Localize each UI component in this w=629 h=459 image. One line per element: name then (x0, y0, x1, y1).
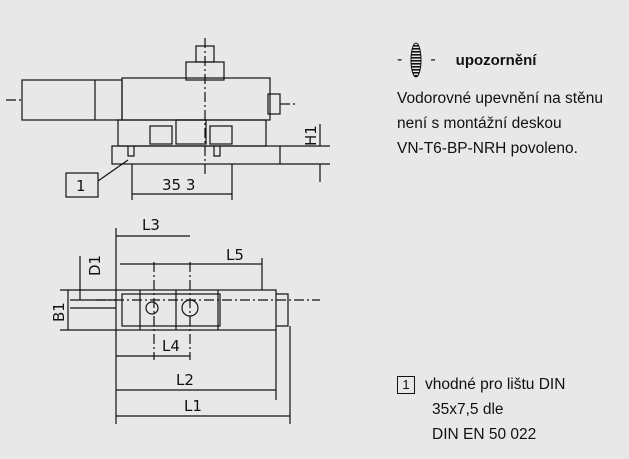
footnote-line-2: 35x7,5 dle (432, 401, 504, 418)
callout-box (65, 172, 99, 198)
footnote-first-row: 1 vhodné pro lištu DIN (397, 372, 629, 397)
dim-label-l2: L2 (176, 371, 194, 389)
footnote-number-box: 1 (397, 376, 415, 394)
top-view (60, 228, 320, 424)
dim-label-l4: L4 (162, 337, 180, 355)
footnote-line-1: vhodné pro lištu DIN (425, 376, 566, 393)
footnote: 1 vhodné pro lištu DIN 35x7,5 dle DIN EN… (397, 372, 629, 447)
warning-line-1: Vodorovné upevnění na stěnu (397, 90, 603, 107)
footnote-line-3: DIN EN 50 022 (432, 426, 537, 443)
dim-label-h1: H1 (302, 125, 320, 146)
warning-pill-icon (410, 42, 422, 78)
warning-dash-left: - (397, 51, 403, 68)
warning-dash-right: - (430, 51, 436, 68)
callout-number: 1 (76, 177, 86, 195)
warning-heading: - - upozornění (397, 40, 536, 80)
warning-line-2: není s montážní deskou (397, 115, 562, 132)
dim-label-35: 35 3 (162, 176, 195, 194)
dim-label-d1: D1 (86, 255, 104, 276)
warning-title: upozornění (455, 51, 537, 69)
side-view (6, 38, 330, 200)
dim-label-b1: B1 (50, 302, 68, 322)
dim-label-l3: L3 (142, 216, 160, 234)
warning-text: Vodorovné upevnění na stěnu není s montá… (397, 86, 629, 161)
dim-label-l5: L5 (226, 246, 244, 264)
technical-drawing: 1 35 3 H1 L3 L5 D1 B1 L4 L2 L1 (6, 38, 330, 424)
warning-line-3: VN-T6-BP-NRH povoleno. (397, 140, 578, 157)
dim-label-l1: L1 (184, 397, 202, 415)
